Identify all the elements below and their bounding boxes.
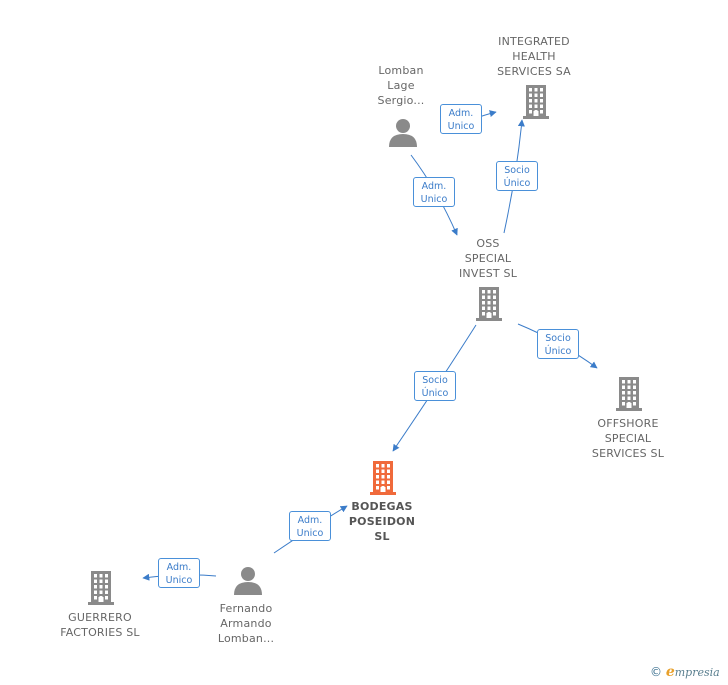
building-icon[interactable] bbox=[523, 85, 549, 119]
copyright-symbol: © bbox=[650, 665, 662, 679]
footer-brand: © empresia bbox=[650, 664, 720, 680]
node-label-guerrero[interactable]: GUERRERO FACTORIES SL bbox=[60, 611, 140, 639]
edge-label-oss-to-integrated[interactable]: Socio Único bbox=[496, 161, 538, 191]
edge-label-fernando-to-bodegas[interactable]: Adm. Unico bbox=[289, 511, 331, 541]
node-label-offshore[interactable]: OFFSHORE SPECIAL SERVICES SL bbox=[591, 417, 665, 460]
node-label-oss[interactable]: OSS SPECIAL INVEST SL bbox=[458, 237, 518, 280]
edge-label-oss-to-bodegas[interactable]: Socio Único bbox=[414, 371, 456, 401]
node-label-fernando[interactable]: Fernando Armando Lomban... bbox=[217, 602, 275, 645]
edge-label-oss-to-offshore[interactable]: Socio Único bbox=[537, 329, 579, 359]
person-icon[interactable] bbox=[234, 567, 262, 595]
building-icon[interactable] bbox=[616, 377, 642, 411]
edge-label-lomban_sergio-to-integrated[interactable]: Adm. Unico bbox=[440, 104, 482, 134]
edge-label-fernando-to-guerrero[interactable]: Adm. Unico bbox=[158, 558, 200, 588]
empresia-logo: empresia bbox=[665, 664, 720, 680]
node-label-bodegas[interactable]: BODEGAS POSEIDON SL bbox=[348, 500, 416, 543]
edge-label-lomban_sergio-to-oss[interactable]: Adm. Unico bbox=[413, 177, 455, 207]
person-icon[interactable] bbox=[389, 119, 417, 147]
building-icon[interactable] bbox=[370, 461, 396, 495]
building-icon[interactable] bbox=[476, 287, 502, 321]
node-label-integrated[interactable]: INTEGRATED HEALTH SERVICES SA bbox=[497, 35, 571, 78]
building-icon[interactable] bbox=[88, 571, 114, 605]
node-label-lomban_sergio[interactable]: Lomban Lage Sergio... bbox=[377, 64, 425, 107]
